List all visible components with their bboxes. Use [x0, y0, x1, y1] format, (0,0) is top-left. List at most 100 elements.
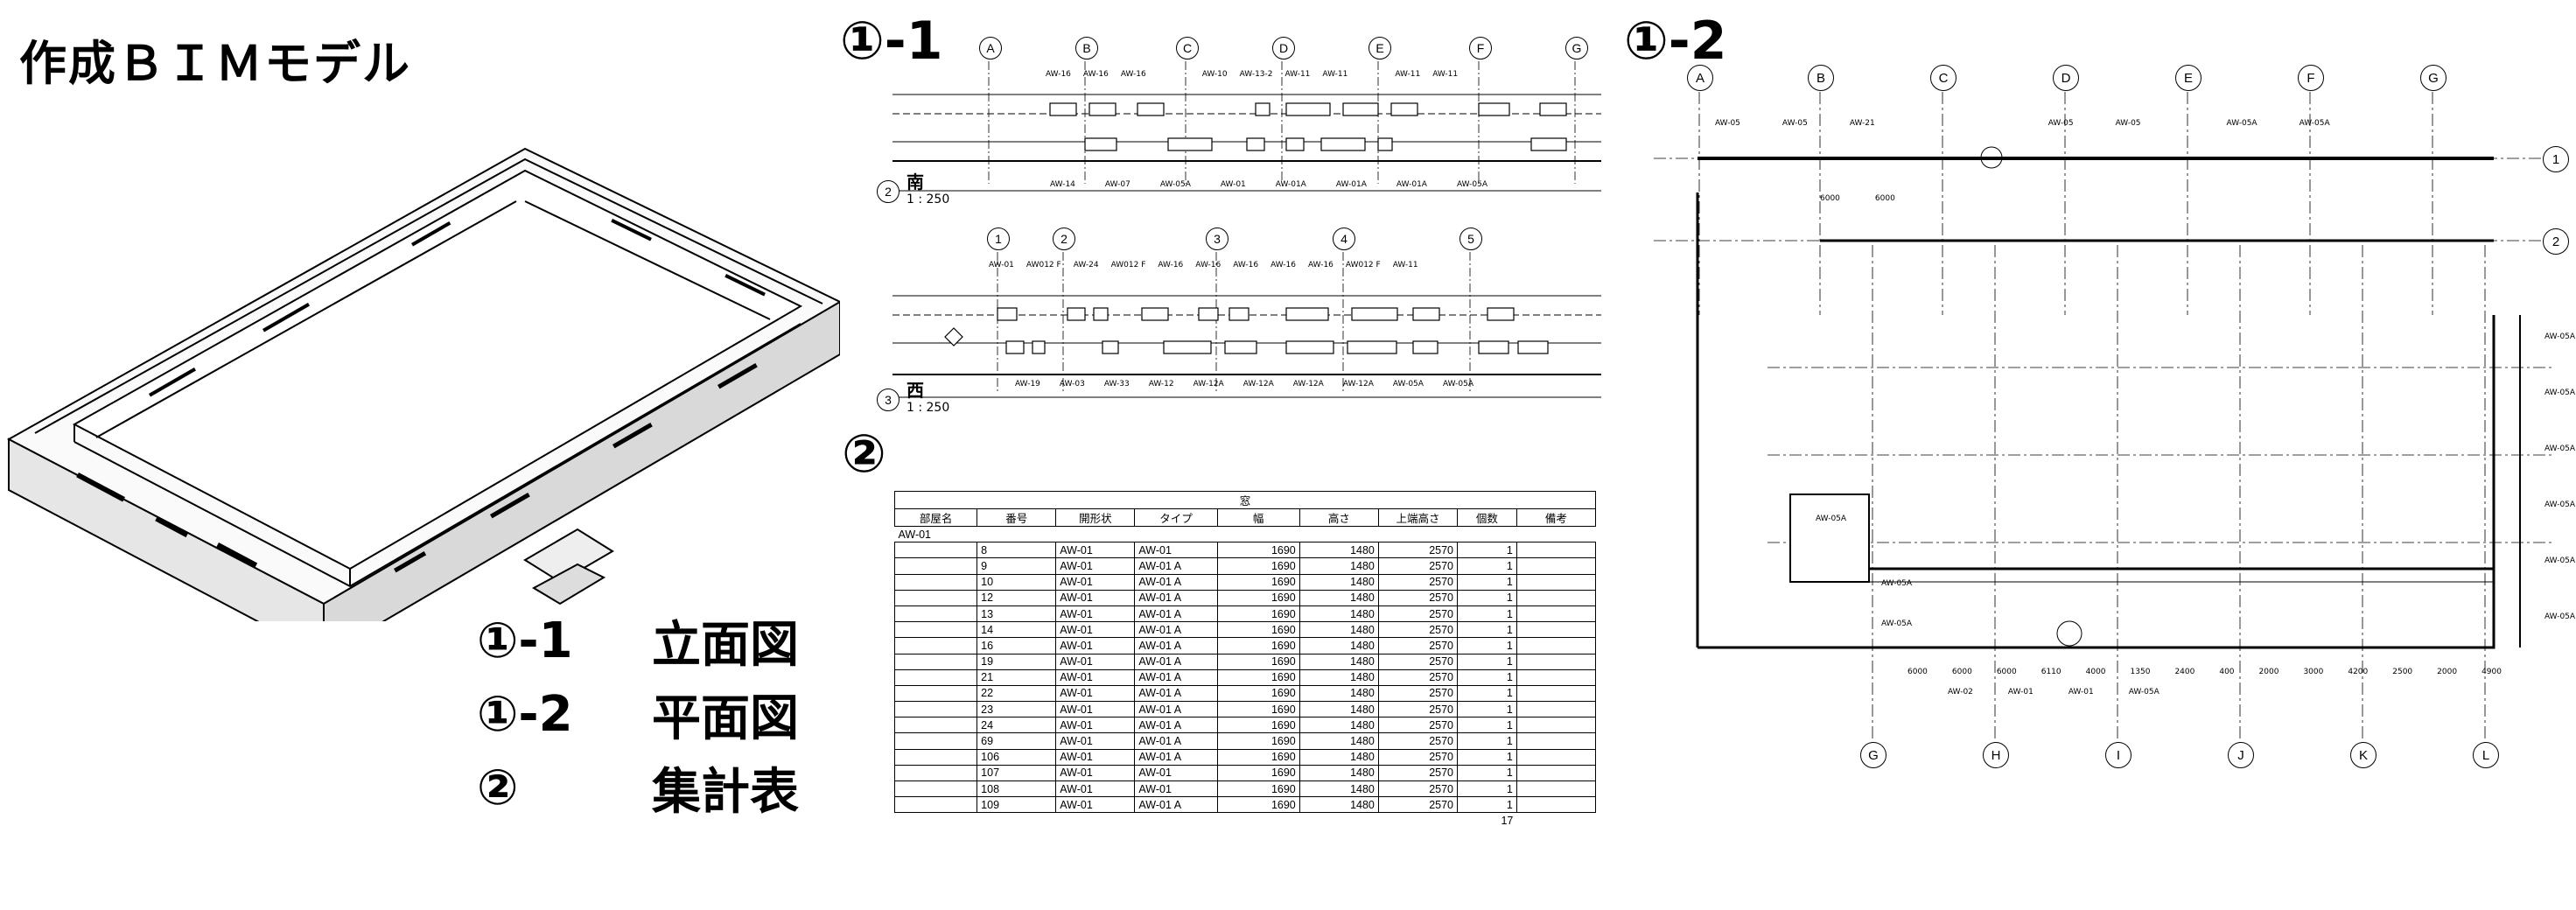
window-tag: AW-11 [1392, 261, 1418, 270]
table-cell [1516, 764, 1597, 782]
table-cell [1516, 637, 1597, 654]
window-tag: AW-05A [1816, 514, 1847, 523]
table-cell: 1480 [1298, 573, 1379, 591]
table-cell: AW-01 A [1134, 589, 1218, 606]
table-cell: AW-01 A [1134, 748, 1218, 766]
window-tag: AW-01A [1396, 180, 1427, 189]
dimension: 4900 [2482, 668, 2502, 676]
table-cell: 1480 [1298, 780, 1379, 798]
table-cell: AW-01 A [1134, 668, 1218, 686]
table-cell: 1480 [1298, 542, 1379, 559]
table-cell: AW-01 [1055, 621, 1136, 639]
dimension: 4000 [2085, 668, 2106, 676]
window-tag: AW-12A [1292, 380, 1324, 388]
table-cell: AW-01 A [1134, 717, 1218, 734]
table-cell: 2570 [1377, 701, 1459, 718]
windows-pattern [76, 218, 766, 573]
window-tag: AW-01A [1275, 180, 1306, 189]
table-cell: 2570 [1377, 589, 1459, 606]
plan-right-tags: AW-05A AW-05A AW-05A AW-05A AW-05A AW-05… [2544, 332, 2575, 621]
legend-label: 集計表 [652, 763, 799, 821]
table-cell: AW-01 [1055, 589, 1136, 606]
table-cell: AW-01 [1055, 605, 1136, 623]
table-cell: 107 [976, 764, 1057, 782]
window-tag: AW-05 [1715, 119, 1740, 128]
table-cell: AW-01 A [1134, 653, 1218, 670]
window-tag: AW012 F [1110, 261, 1146, 270]
table-cell: 1 [1457, 605, 1517, 623]
grid-bubble: 2 [2543, 228, 2569, 255]
table-cell: 1480 [1298, 557, 1379, 575]
dimension: 3000 [2303, 668, 2324, 676]
table-cell [1516, 557, 1597, 575]
table-cell: 2570 [1377, 605, 1459, 623]
column-header: 上端高さ [1377, 508, 1459, 527]
table-cell [893, 732, 978, 750]
table-cell: AW-01 A [1134, 621, 1218, 639]
table-cell: 1480 [1298, 701, 1379, 718]
table-cell: 1 [1457, 796, 1517, 814]
table-cell [1516, 780, 1597, 798]
window-tag: AW-05A [1442, 380, 1474, 388]
elevations-section-label: ①-1 [840, 10, 943, 72]
table-cell: 108 [976, 780, 1057, 798]
window-tag: AW-05A [2226, 119, 2258, 128]
window-tag: AW-05 [2048, 119, 2074, 128]
table-cell: 109 [976, 796, 1057, 814]
table-cell: AW-01 A [1134, 605, 1218, 623]
window-tag: AW-05A [2128, 688, 2160, 696]
table-cell: 2570 [1377, 780, 1459, 798]
window-tag: AW-11 [1395, 70, 1421, 79]
column-header: 部屋名 [893, 508, 978, 527]
table-cell [893, 637, 978, 654]
table-cell: 1480 [1298, 653, 1379, 670]
window-tag: AW-05A [1392, 380, 1424, 388]
window-tag: AW-33 [1103, 380, 1130, 388]
table-cell: AW-01 [1055, 573, 1136, 591]
table-cell: 1480 [1298, 637, 1379, 654]
grid-bubble: E [2175, 65, 2202, 91]
table-cell [893, 621, 978, 639]
table-cell: 1 [1457, 717, 1517, 734]
column-header: 備考 [1516, 508, 1597, 527]
table-cell [1516, 732, 1597, 750]
table-cell: AW-01 [1134, 780, 1218, 798]
table-cell: 1480 [1298, 717, 1379, 734]
table-cell [1516, 796, 1597, 814]
table-cell: AW-01 A [1134, 557, 1218, 575]
table-cell: AW-01 A [1134, 573, 1218, 591]
table-cell: 1690 [1216, 557, 1300, 575]
window-tag: AW-05A [1881, 620, 1913, 628]
bim-3d-model [6, 147, 840, 621]
legend: ①-1 立面図 ①-2 平面図 ② 集計表 [477, 604, 844, 824]
table-cell [1516, 621, 1597, 639]
plan-dimensions-bottom: 6000 6000 6000 6110 4000 1350 2400 400 2… [1908, 668, 2502, 676]
table-cell: 1 [1457, 637, 1517, 654]
legend-item: ①-1 立面図 [477, 604, 844, 677]
grid-bubble: K [2350, 742, 2376, 768]
window-tag: AW-24 [1073, 261, 1099, 270]
legend-label: 平面図 [652, 690, 799, 747]
table-cell: 1690 [1216, 637, 1300, 654]
table-cell: 2570 [1377, 748, 1459, 766]
window-tag: AW-16 [1270, 261, 1296, 270]
table-cell: AW-01 [1055, 637, 1136, 654]
table-cell: 1690 [1216, 748, 1300, 766]
window-tag: AW-01A [1335, 180, 1367, 189]
plan-bottom-tags: AW-02 AW-01 AW-01 AW-05A [1948, 688, 2160, 696]
table-cell: 21 [976, 668, 1057, 686]
table-cell: AW-01 [1134, 542, 1218, 559]
grid-bubble: F [1469, 37, 1492, 60]
grid-bubble: D [2053, 65, 2079, 91]
grid-bubble: G [2420, 65, 2446, 91]
window-tag: AW-16 [1046, 70, 1071, 79]
table-cell: 1480 [1298, 732, 1379, 750]
window-schedule-table: 窓 部屋名 番号 開形状 タイプ 幅 高さ 上端高さ 個数 備考 AW-01 8… [893, 491, 1597, 829]
